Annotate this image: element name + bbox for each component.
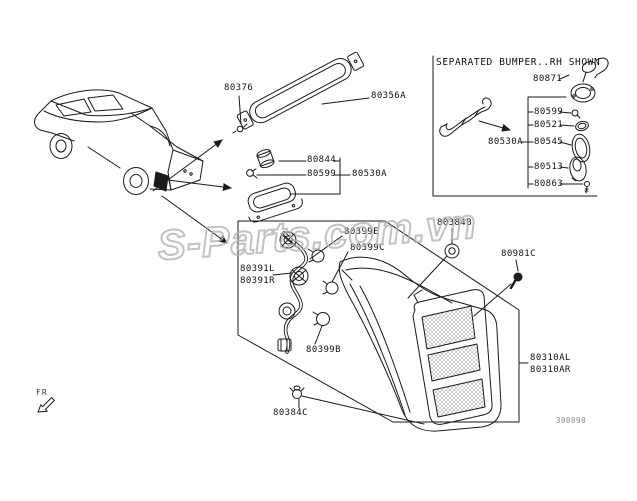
socket-80844-drawing [256,149,275,169]
part-label-80530A-inset: 80530A [488,137,523,147]
part-label-80399C: 80399C [350,243,385,253]
part-label-80384B: 80384B [437,218,472,228]
grommet-80384B-drawing [444,243,460,259]
clip-80384C-drawing [289,385,305,399]
lamp-callout-leaders [272,235,349,345]
part-label-80863: 80863 [534,179,564,189]
screw-80863-drawing [584,181,590,194]
leader-80376 [238,95,242,125]
part-label-80384C: 80384C [273,408,308,418]
part-label-80844: 80844 [307,155,337,165]
part-label-80399B: 80399B [306,345,341,355]
leader-80356A [321,97,370,105]
truck-tail-lamp-mark [153,171,169,192]
high-mount-stop-lamp-drawing [236,51,365,130]
socket-80871-drawing [570,57,609,103]
harness-drawing [277,231,339,354]
part-label-80521: 80521 [534,120,564,130]
part-label-80310AR: 80310AR [530,365,571,375]
bumper-inset [432,55,609,197]
pointer-arrows [152,139,232,244]
housing-80513-drawing [569,156,587,182]
part-label-80310AL: 80310AL [530,353,571,363]
part-label-80376: 80376 [224,83,254,93]
part-label-80391L: 80391L [240,264,275,274]
inset-title: SEPARATED BUMPER..RH SHOWN [436,57,601,68]
part-label-80599-license: 80599 [307,169,337,179]
part-label-80356A: 80356A [371,91,406,101]
packing-80521-drawing [575,120,589,132]
bulb-80599-drawing [246,168,258,179]
bulb-inset-drawing [571,109,581,119]
tail-lamp-drawing [338,256,502,432]
screw-80981C-drawing [509,272,523,290]
license-leaders [256,160,307,176]
license-lamp-drawing [246,149,303,223]
diagram-code: 300890 [556,416,587,425]
part-label-80513: 80513 [534,162,564,172]
part-label-80399E: 80399E [344,227,379,237]
part-label-80599-inset: 80599 [534,107,564,117]
part-label-80530A-license: 80530A [352,169,387,179]
front-direction-label: FR [36,388,48,397]
part-label-80545: 80545 [534,137,564,147]
part-label-80391R: 80391R [240,276,275,286]
part-label-80871: 80871 [533,74,563,84]
part-label-80981C: 80981C [501,249,536,259]
clip-80376-drawing [232,123,248,134]
truck-illustration [34,89,204,195]
front-direction-arrow [37,397,55,413]
license-bracket [289,157,351,195]
lamp-group-box [237,220,520,423]
